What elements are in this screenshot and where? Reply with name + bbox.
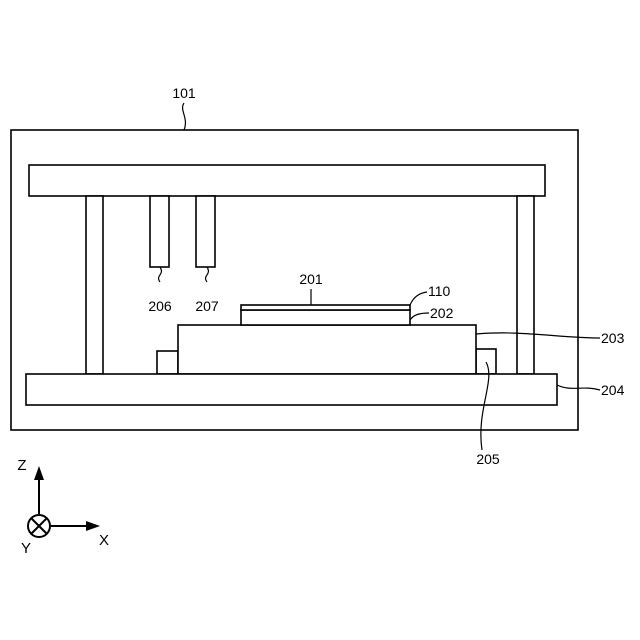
axis-label-y: Y (21, 540, 31, 557)
top-plate (29, 165, 545, 196)
label-201: 201 (299, 271, 323, 287)
unit-206 (150, 196, 169, 267)
label-204: 204 (601, 382, 625, 398)
left-column (86, 196, 103, 374)
coordinate-axes: Z X Y (17, 457, 109, 557)
right-column (517, 196, 534, 374)
label-203: 203 (601, 330, 625, 346)
left-support (157, 351, 178, 374)
axis-label-z: Z (17, 457, 26, 474)
label-206: 206 (148, 298, 172, 314)
z-arrow-icon (34, 466, 44, 480)
leader-101 (183, 103, 186, 130)
label-110: 110 (428, 283, 451, 299)
holder-202 (241, 310, 410, 325)
axis-label-x: X (99, 532, 109, 549)
substrate-201 (241, 305, 410, 310)
unit-207 (196, 196, 215, 267)
label-101: 101 (172, 85, 196, 101)
label-202: 202 (430, 305, 454, 321)
label-205: 205 (476, 451, 500, 467)
base-plate-204 (26, 374, 557, 405)
label-207: 207 (195, 298, 219, 314)
stage-203 (178, 325, 476, 374)
x-arrow-icon (86, 521, 100, 531)
right-support-205 (476, 349, 496, 374)
